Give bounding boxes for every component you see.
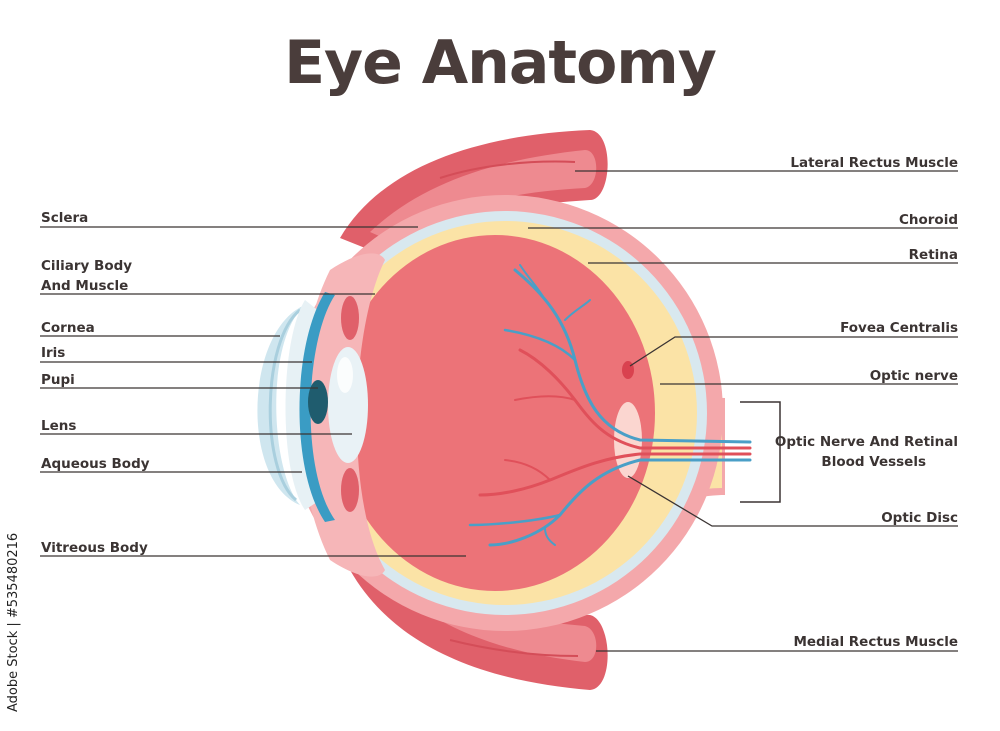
label-optic-disc: Optic Disc <box>881 510 958 526</box>
iris <box>299 292 335 522</box>
label-ciliary-body-line1: Ciliary Body <box>41 258 133 274</box>
label-optic-nerve: Optic nerve <box>869 368 958 384</box>
stock-watermark: Adobe Stock | #535480216 <box>6 532 21 712</box>
page-title: Eye Anatomy <box>284 28 717 98</box>
label-sclera: Sclera <box>41 210 89 226</box>
label-retina: Retina <box>908 247 958 263</box>
optic-disc <box>614 402 642 478</box>
label-iris: Iris <box>41 345 66 361</box>
label-optic-nerve-vessels-line2: Blood Vessels <box>821 454 926 470</box>
label-cornea: Cornea <box>41 320 95 336</box>
label-lens: Lens <box>41 418 77 434</box>
pupil <box>308 380 328 424</box>
fovea-centralis <box>622 361 634 379</box>
label-choroid: Choroid <box>898 212 958 228</box>
cornea <box>257 305 305 505</box>
label-pupil: Pupi <box>41 372 75 388</box>
label-lateral-rectus-muscle: Lateral Rectus Muscle <box>790 155 958 171</box>
vitreous-body <box>335 235 655 591</box>
label-ciliary-body-line2: And Muscle <box>41 278 129 294</box>
label-optic-nerve-vessels-line1: Optic Nerve And Retinal <box>774 434 958 450</box>
label-vitreous-body: Vitreous Body <box>41 540 148 556</box>
label-fovea-centralis: Fovea Centralis <box>840 320 958 336</box>
label-aqueous-body: Aqueous Body <box>41 456 150 472</box>
label-medial-rectus-muscle: Medial Rectus Muscle <box>793 634 958 650</box>
